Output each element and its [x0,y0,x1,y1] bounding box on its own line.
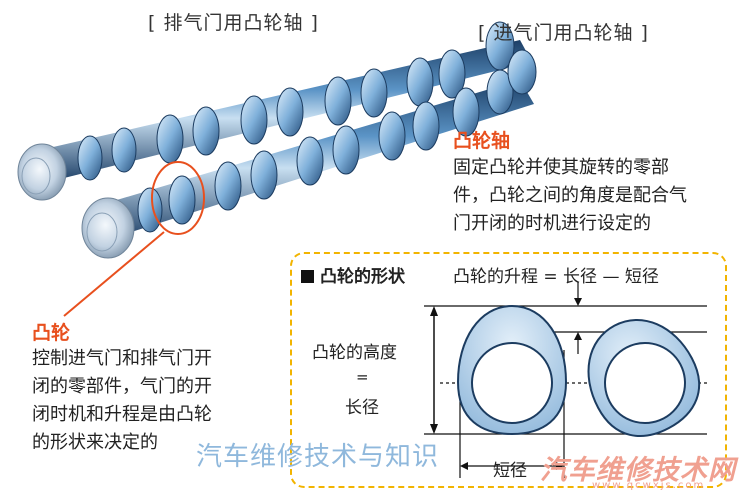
intake-camshaft [81,49,537,259]
equals-sign: = [356,368,369,386]
square-bullet-icon [301,270,314,283]
cam-description-line: 控制进气门和排气门开 [32,348,212,369]
cam-height-label: 凸轮的高度 [312,343,397,363]
watermark-text: 汽车维修技术与知识 [196,442,440,472]
cam-description-line: 的形状来决定的 [32,432,158,453]
camshaft-description-line: 门开闭的时机进行设定的 [453,213,651,234]
cam-description-line: 闭的零部件，气门的开 [32,376,212,397]
camshaft-title: 凸轮轴 [453,130,511,152]
cam-title: 凸轮 [32,322,71,344]
short-diameter-label: 短径 [493,461,527,481]
cam-description-line: 闭时机和升程是由凸轮 [32,404,212,425]
cam-shape-diagram [424,282,707,478]
cam-lift-formula: 凸轮的升程 = 长径 — 短径 [453,267,659,287]
cam-shape-box [290,252,727,488]
cam-leader-line [63,231,165,317]
camshaft-description: 固定凸轮并使其旋转的零部 件，凸轮之间的角度是配合气 门开闭的时机进行设定的 [453,154,687,238]
brand-watermark: 汽车维修技术网 [540,455,736,486]
intake-camshaft-label: [ 进气门用凸轮轴 ] [478,22,649,44]
cam-shape-title-text: 凸轮的形状 [320,267,405,287]
long-diameter-label: 长径 [345,398,379,418]
cam-callout-circle [151,161,205,235]
camshaft-description-line: 固定凸轮并使其旋转的零部 [453,157,669,178]
camshaft-description-line: 件，凸轮之间的角度是配合气 [453,185,687,206]
cam-shape-title: 凸轮的形状 [301,262,405,287]
exhaust-camshaft [17,21,532,201]
brand-url-watermark: www.qcwxjs.com [592,480,706,491]
cam-description: 控制进气门和排气门开 闭的零部件，气门的开 闭时机和升程是由凸轮 的形状来决定的 [32,345,212,457]
exhaust-camshaft-label: [ 排气门用凸轮轴 ] [148,12,319,34]
